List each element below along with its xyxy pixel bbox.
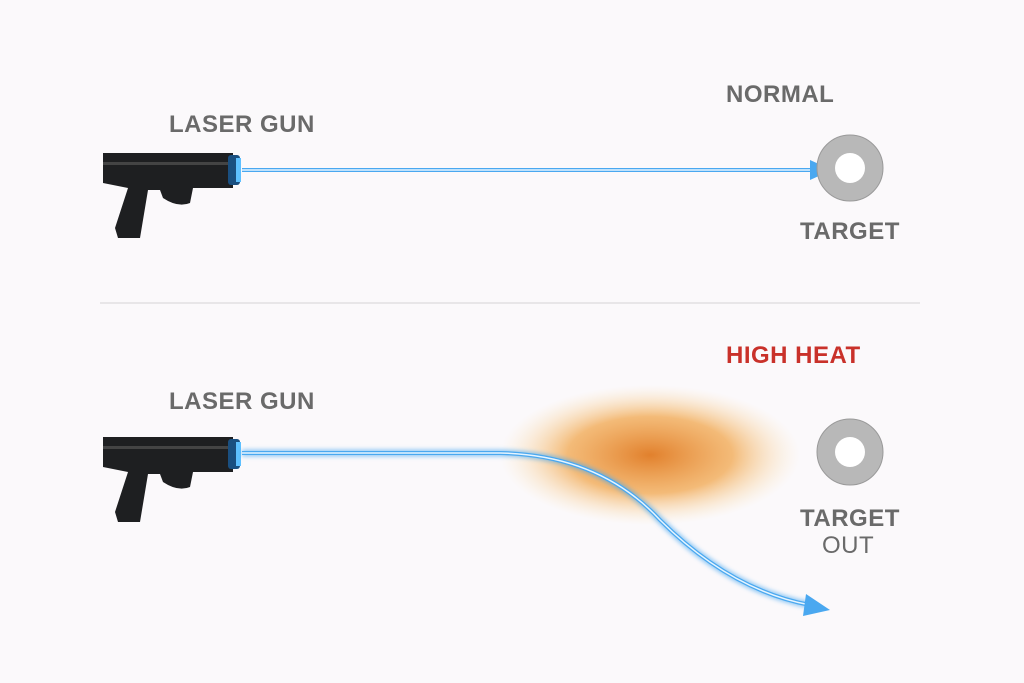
- target-status-out: OUT: [822, 532, 875, 559]
- gun-label-top: LASER GUN: [169, 111, 315, 138]
- laser-gun-top: [103, 153, 241, 238]
- heat-cloud: [500, 385, 800, 525]
- laser-beam-straight: [242, 160, 832, 180]
- gun-label-bottom: LASER GUN: [169, 388, 315, 415]
- target-top: [816, 134, 884, 202]
- target-bottom: [816, 418, 884, 486]
- condition-normal: NORMAL: [726, 81, 835, 108]
- laser-gun-bottom: [103, 437, 241, 522]
- laser-beam-deflected: [242, 449, 830, 616]
- condition-high-heat: HIGH HEAT: [726, 342, 861, 369]
- target-label-top: TARGET: [800, 218, 900, 245]
- target-label-bottom: TARGET: [800, 505, 900, 532]
